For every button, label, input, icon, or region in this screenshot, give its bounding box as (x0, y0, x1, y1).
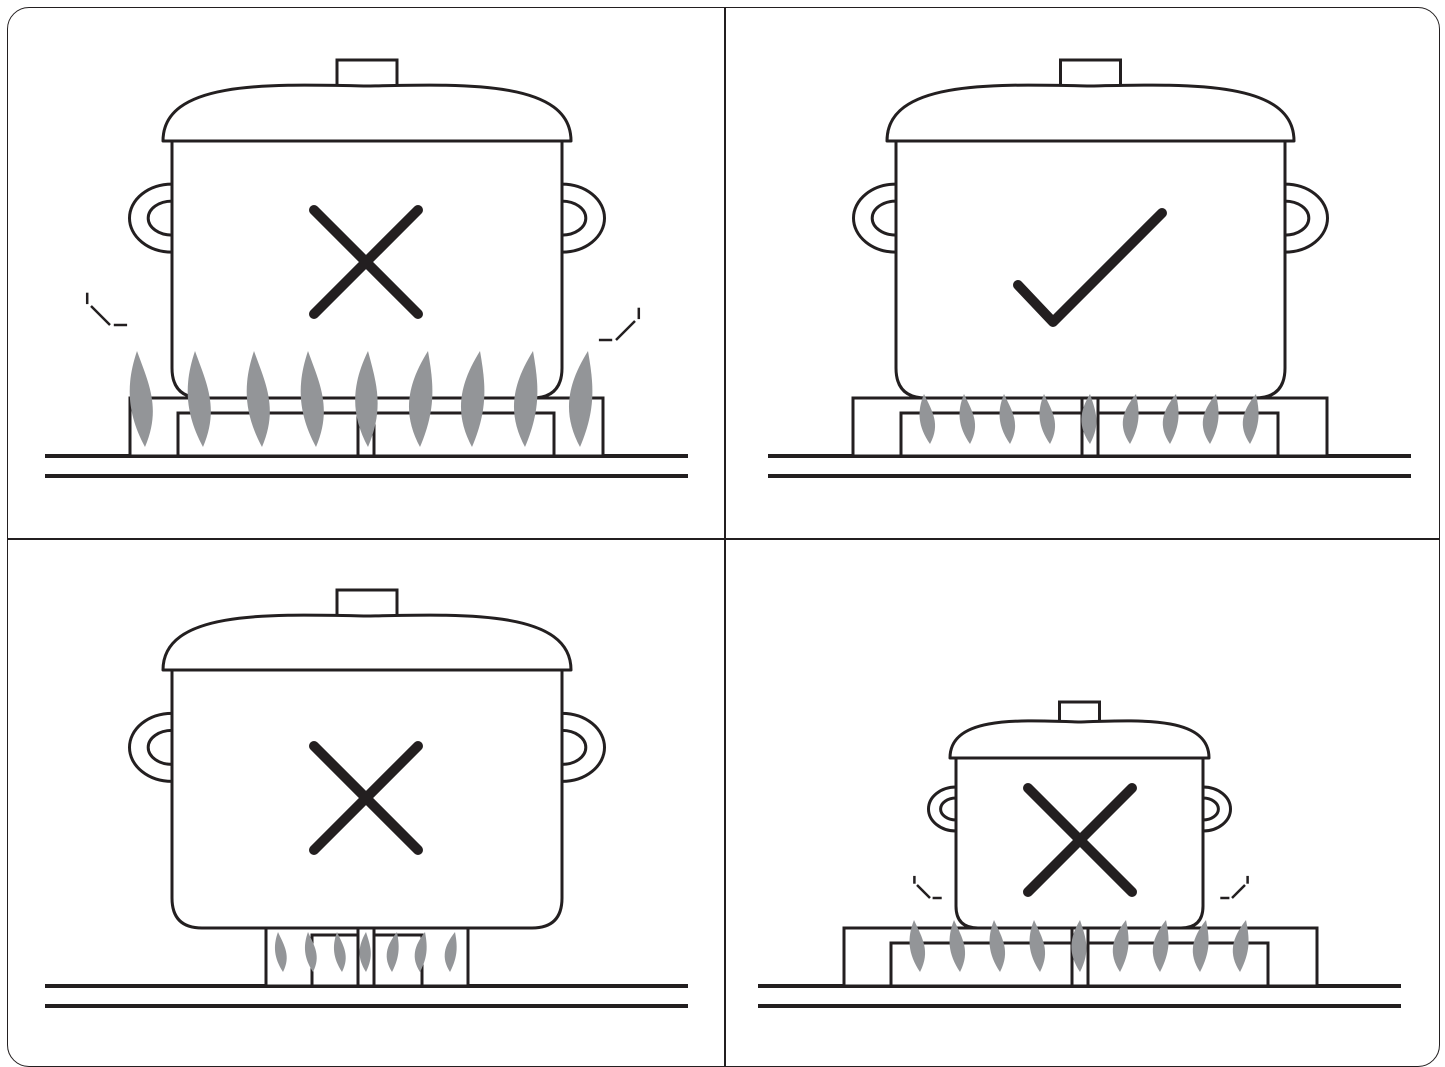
pot-handle-inner (562, 730, 586, 764)
pot-handle (1285, 184, 1328, 252)
pot-handle-inner (1203, 798, 1218, 820)
pot-handle (562, 713, 605, 781)
panel-bottom-left (45, 590, 688, 1006)
pot-handle (1203, 787, 1231, 831)
panel-top-right (768, 60, 1411, 476)
heat-spark (616, 321, 635, 340)
heat-spark (91, 306, 110, 325)
pot-lid (163, 85, 571, 141)
pot-handle-inner (148, 730, 172, 764)
pot-lid (163, 615, 571, 670)
lid-knob (1061, 60, 1121, 86)
pot-handle (562, 184, 605, 252)
heat-spark (1232, 885, 1245, 898)
pot-handle-inner (562, 201, 586, 235)
pot-handle-inner (872, 201, 896, 235)
pot-body (896, 141, 1285, 398)
panel-bottom-right (758, 702, 1401, 1006)
pot-lid (887, 85, 1294, 141)
pot-handle-inner (148, 201, 172, 235)
lid-knob (337, 60, 397, 86)
heat-spark (917, 885, 930, 898)
pot-lid (950, 721, 1209, 758)
lid-knob (1060, 702, 1100, 722)
pot-handle-inner (1285, 201, 1309, 235)
pot-handle (130, 713, 172, 781)
lid-knob (337, 590, 397, 616)
pot-handle (130, 184, 172, 252)
pot-handle (928, 787, 956, 831)
pot-handle (854, 184, 897, 252)
pot-handle-inner (941, 798, 956, 820)
panel-top-left (45, 60, 688, 476)
